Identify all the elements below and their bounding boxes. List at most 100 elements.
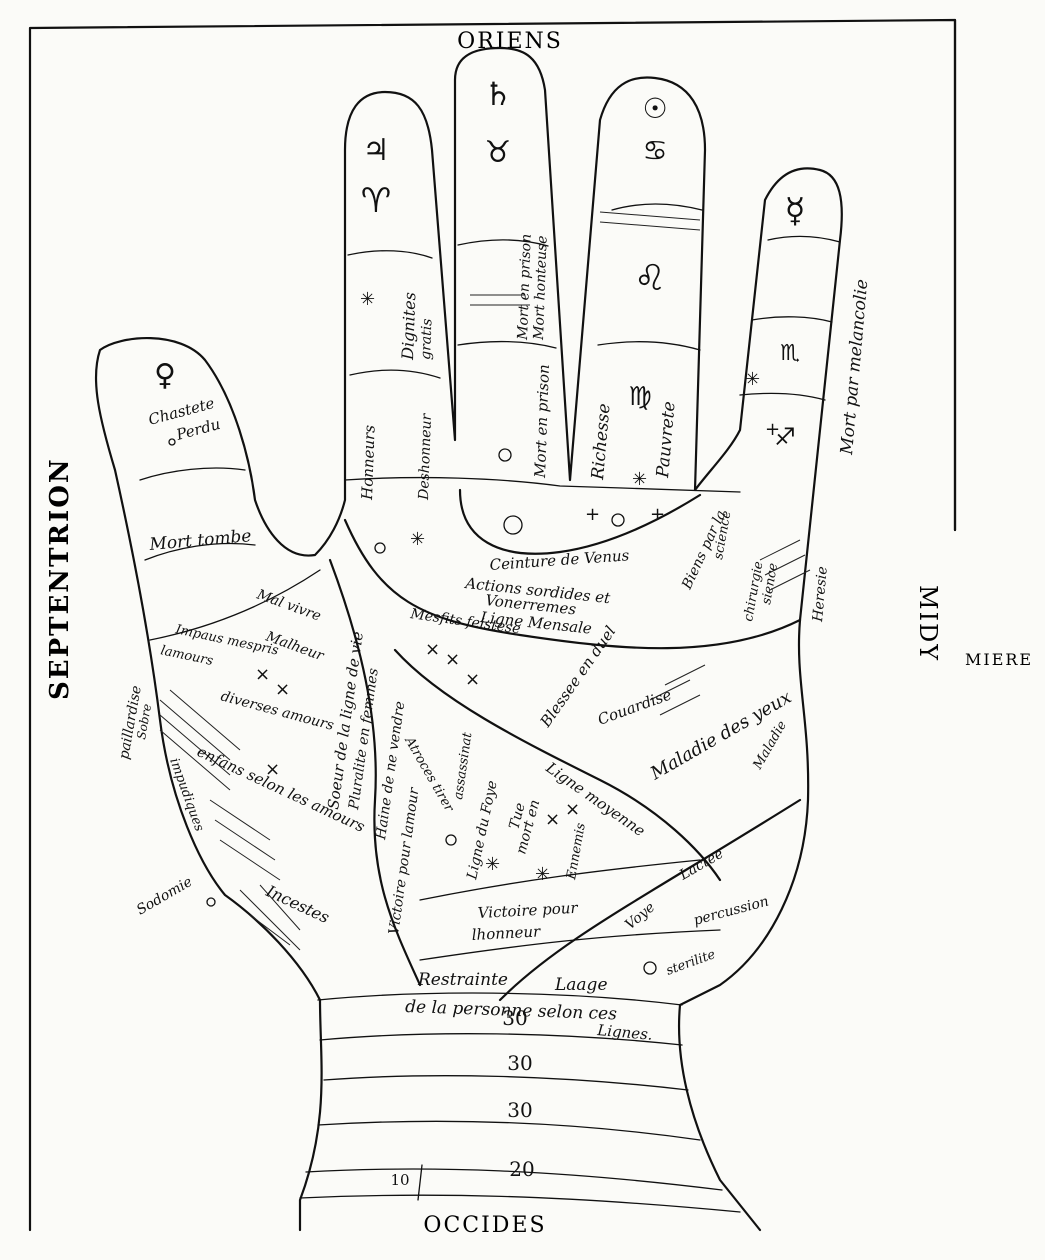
svg-text:×: × bbox=[275, 679, 290, 700]
svg-text:✳: ✳ bbox=[632, 469, 647, 490]
circle-marker-8 bbox=[168, 438, 176, 446]
little-joint-2 bbox=[751, 316, 833, 323]
scorpio-symbol: ♏ bbox=[780, 341, 800, 366]
label-mort-tombe: Mort tombe bbox=[148, 526, 252, 555]
mercury-symbol: ☿ bbox=[785, 191, 806, 231]
svg-text:+: + bbox=[585, 504, 600, 525]
head-line bbox=[393, 648, 722, 882]
fate-line bbox=[498, 798, 802, 1002]
circle-marker-6 bbox=[643, 961, 657, 975]
svg-text:×: × bbox=[465, 669, 480, 690]
middle-joint-2 bbox=[457, 340, 557, 349]
label-sodomie: Sodomie bbox=[134, 874, 195, 919]
index-joint-1 bbox=[347, 250, 433, 259]
circle-marker-4 bbox=[503, 515, 523, 535]
little-joint-1 bbox=[767, 235, 841, 243]
svg-text:×: × bbox=[565, 799, 580, 820]
ring-joint-2 bbox=[597, 341, 701, 351]
label-mort-honteuse: Mort honteuse bbox=[531, 235, 551, 341]
life-line bbox=[328, 558, 422, 987]
wrist-band-5 bbox=[305, 1168, 723, 1191]
label-occides: OCCIDES bbox=[423, 1213, 546, 1238]
virgo-symbol: ♍ bbox=[628, 382, 651, 412]
finger-base-line bbox=[344, 476, 741, 493]
svg-text:✳: ✳ bbox=[485, 854, 500, 875]
label-mort-en-prison-2: Mort en prison bbox=[531, 364, 553, 479]
girdle-of-venus-line bbox=[458, 488, 702, 555]
label-sobre: Sobre bbox=[134, 703, 154, 741]
label-honneurs: Honneurs bbox=[358, 424, 379, 501]
svg-text:+: + bbox=[650, 504, 665, 525]
wrist-number-3: 30 bbox=[507, 1098, 532, 1122]
venus-symbol: ♀ bbox=[154, 358, 176, 393]
wrist-tick bbox=[417, 1164, 423, 1201]
wrist-right-edge bbox=[677, 1003, 762, 1232]
label-tue: Tue bbox=[506, 801, 528, 831]
middle-joint-1 bbox=[457, 239, 549, 247]
rascette-line bbox=[419, 929, 721, 961]
little-joint-3 bbox=[739, 392, 826, 401]
aries-symbol: ♈ bbox=[361, 181, 391, 221]
hatch-marks bbox=[159, 211, 811, 951]
circle-marker-5 bbox=[445, 834, 457, 846]
wrist-band-1 bbox=[317, 992, 683, 1006]
label-mort-en-prison: Mort en prison bbox=[515, 234, 535, 342]
label-heresie: Heresie bbox=[810, 566, 831, 624]
hand-outline bbox=[94, 46, 843, 1007]
label-oriens: ORIENS bbox=[457, 29, 563, 54]
label-midy: MIDY bbox=[914, 585, 942, 662]
label-gratis: gratis bbox=[418, 318, 435, 360]
wrist-number-5: 10 bbox=[390, 1171, 409, 1189]
label-lamours: lamours bbox=[159, 643, 215, 669]
circle-marker-1 bbox=[374, 542, 386, 554]
wrist-band-3 bbox=[323, 1075, 689, 1091]
thumb-crease bbox=[149, 569, 321, 641]
svg-text:×: × bbox=[445, 649, 460, 670]
leo-symbol: ♌ bbox=[634, 258, 666, 299]
label-restrainte: Restrainte bbox=[417, 970, 508, 990]
label-incestes: Incestes bbox=[262, 881, 332, 927]
cross-line-lower bbox=[419, 859, 701, 901]
label-miere: MIERE bbox=[965, 650, 1033, 669]
label-richesse: Richesse bbox=[588, 403, 615, 482]
circle-marker-7 bbox=[206, 897, 216, 907]
svg-text:×: × bbox=[265, 759, 280, 780]
svg-text:✳: ✳ bbox=[535, 864, 550, 885]
wrist-band-2 bbox=[319, 1033, 683, 1046]
cancer-symbol: ♋ bbox=[642, 134, 667, 167]
svg-text:×: × bbox=[545, 809, 560, 830]
svg-text:✳: ✳ bbox=[745, 369, 760, 390]
label-percussion: percussion bbox=[692, 893, 771, 928]
wrist-number-2: 30 bbox=[507, 1051, 532, 1075]
star-marks: ✳ ✳ ✳ ✳ ✳ ✳ × × × × × × × × + + + bbox=[255, 289, 780, 885]
jupiter-symbol: ♃ bbox=[363, 133, 390, 168]
svg-text:✳: ✳ bbox=[410, 529, 425, 550]
wrist-band-6 bbox=[299, 1194, 741, 1213]
label-lignes: Lignes. bbox=[596, 1021, 654, 1044]
wrist-number-1: 30 bbox=[502, 1006, 527, 1030]
label-lhonneur: lhonneur bbox=[471, 922, 541, 944]
svg-text:×: × bbox=[255, 664, 270, 685]
label-victoire-honneur: Victoire pour bbox=[477, 899, 579, 922]
circle-marker-2 bbox=[611, 513, 625, 527]
index-joint-2 bbox=[349, 369, 441, 379]
label-deshonneur: Deshonneur bbox=[416, 412, 435, 501]
sun-symbol: ☉ bbox=[642, 92, 667, 125]
circle-marker-3 bbox=[498, 448, 512, 462]
label-dignites: Dignites bbox=[398, 292, 419, 361]
label-mal-vivre: Mal vivre bbox=[254, 586, 323, 624]
sagittarius-symbol: ♐ bbox=[774, 423, 796, 451]
label-pauvrete: Pauvrete bbox=[653, 401, 680, 480]
thumb-joint-2 bbox=[144, 542, 256, 561]
svg-text:+: + bbox=[765, 419, 780, 440]
label-laage: Laage bbox=[554, 975, 608, 995]
svg-text:×: × bbox=[425, 639, 440, 660]
wrist-number-4: 20 bbox=[509, 1157, 534, 1181]
wrist-left-edge bbox=[298, 998, 323, 1232]
saturn-symbol: ♄ bbox=[484, 75, 513, 113]
heart-line bbox=[343, 518, 802, 650]
label-septentrion: SEPTENTRION bbox=[45, 457, 75, 700]
label-assassinat: assassinat bbox=[451, 731, 475, 801]
thumb-joint-1 bbox=[139, 467, 246, 481]
